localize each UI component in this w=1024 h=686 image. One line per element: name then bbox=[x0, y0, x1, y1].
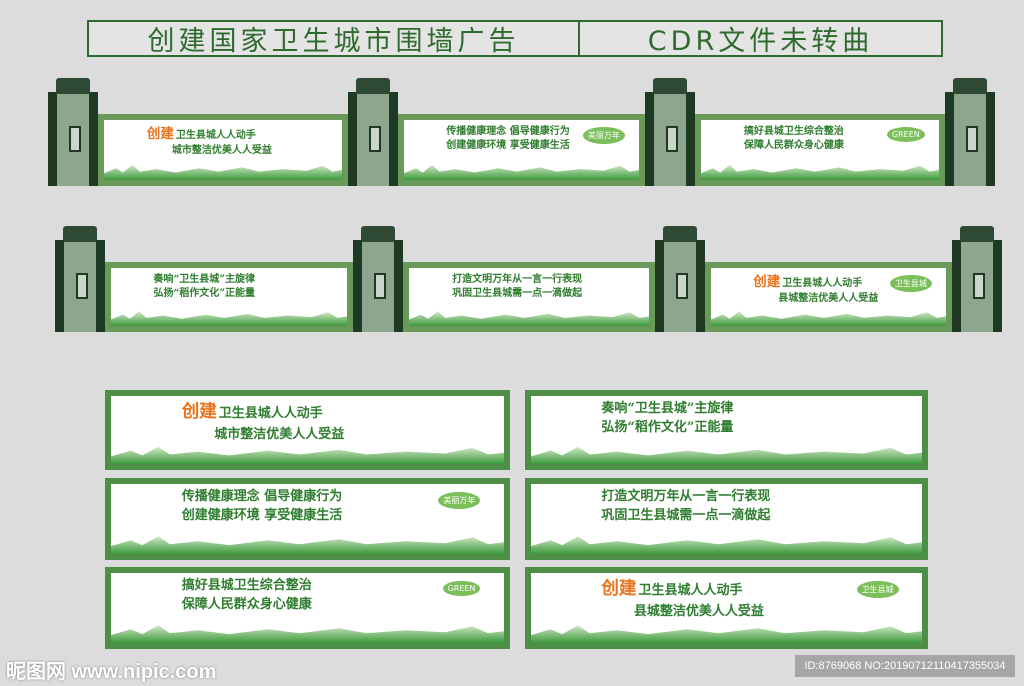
slogan-line2: 巩固卫生县城需一点一滴做起 bbox=[601, 508, 771, 524]
slogan-line1: 奏响“卫生县城”主旋律 bbox=[153, 273, 255, 285]
wall-banner: 打造文明万年从一言一行表现巩固卫生县城需一点一滴做起 bbox=[403, 262, 655, 332]
page-title: 创建国家卫生城市围墙广告 bbox=[89, 22, 580, 57]
slogan: 创建卫生县城人人动手县城整洁优美人人受益 bbox=[753, 273, 878, 307]
gate-pillar bbox=[353, 226, 403, 332]
badge: 卫生县城 bbox=[856, 581, 899, 599]
slogan-line1: 卫生县城人人动手 bbox=[638, 583, 743, 599]
wall-banner: 创建卫生县城人人动手县城整洁优美人人受益卫生县城 bbox=[705, 262, 952, 332]
badge: 卫生县城 bbox=[889, 274, 932, 292]
banner-panel: 传播健康理念 倡导健康行为创建健康环境 享受健康生活 美丽万年 bbox=[105, 478, 510, 560]
slogan-line2: 城市整洁优美人人受益 bbox=[171, 145, 272, 157]
banner-artwork: 奏响“卫生县城”主旋律弘扬“稻作文化”正能量 bbox=[111, 268, 347, 326]
slogan: 奏响“卫生县城”主旋律弘扬“稻作文化”正能量 bbox=[601, 400, 733, 438]
banner-artwork: 创建卫生县城人人动手城市整洁优美人人受益 bbox=[111, 396, 504, 464]
gate-pillar bbox=[348, 78, 398, 186]
slogan-line1: 搞好县城卫生综合整治 bbox=[743, 125, 844, 137]
slogan: 创建卫生县城人人动手城市整洁优美人人受益 bbox=[182, 400, 345, 444]
badge: 美丽万年 bbox=[582, 127, 625, 145]
slogan-line2: 保障人民群众身心健康 bbox=[181, 597, 312, 613]
banner-artwork: 搞好县城卫生综合整治保障人民群众身心健康 GREEN bbox=[701, 120, 939, 180]
slogan-line1: 卫生县城人人动手 bbox=[218, 406, 323, 422]
slogan-line1: 打造文明万年从一言一行表现 bbox=[452, 273, 583, 285]
slogan-highlight: 创建 bbox=[753, 273, 781, 290]
wall-banner: 创建卫生县城人人动手城市整洁优美人人受益 bbox=[98, 114, 348, 186]
slogan: 搞好县城卫生综合整治保障人民群众身心健康 bbox=[182, 577, 312, 615]
slogan-line1: 卫生县城人人动手 bbox=[782, 277, 863, 289]
badge: GREEN bbox=[442, 581, 481, 597]
banner-panel: 创建卫生县城人人动手城市整洁优美人人受益 bbox=[105, 390, 510, 470]
banner-panel: 创建卫生县城人人动手县城整洁优美人人受益 卫生县城 bbox=[525, 567, 928, 649]
slogan-line2: 县城整洁优美人人受益 bbox=[778, 293, 879, 305]
slogan: 传播健康理念 倡导健康行为创建健康环境 享受健康生活 bbox=[446, 125, 569, 154]
slogan-line1: 奏响“卫生县城”主旋律 bbox=[601, 401, 734, 417]
slogan-line2: 弘扬“稻作文化”正能量 bbox=[153, 288, 255, 300]
slogan-line1: 传播健康理念 倡导健康行为 bbox=[446, 125, 570, 137]
slogan-highlight: 创建 bbox=[601, 579, 637, 600]
slogan-line1: 传播健康理念 倡导健康行为 bbox=[181, 489, 343, 505]
slogan-line2: 弘扬“稻作文化”正能量 bbox=[601, 419, 734, 435]
slogan-line1: 卫生县城人人动手 bbox=[175, 129, 256, 141]
badge: 美丽万年 bbox=[438, 492, 481, 510]
banner-artwork: 奏响“卫生县城”主旋律弘扬“稻作文化”正能量 bbox=[531, 396, 922, 464]
badge: GREEN bbox=[886, 127, 925, 143]
gate-pillar bbox=[48, 78, 98, 186]
slogan-line2: 巩固卫生县城需一点一滴做起 bbox=[452, 288, 583, 300]
banner-artwork: 传播健康理念 倡导健康行为创建健康环境 享受健康生活美丽万年 bbox=[404, 120, 639, 180]
slogan: 创建卫生县城人人动手城市整洁优美人人受益 bbox=[147, 125, 272, 159]
banner-artwork: 传播健康理念 倡导健康行为创建健康环境 享受健康生活 美丽万年 bbox=[111, 484, 504, 554]
wall-banner: 传播健康理念 倡导健康行为创建健康环境 享受健康生活美丽万年 bbox=[398, 114, 645, 186]
slogan-line2: 县城整洁优美人人受益 bbox=[633, 603, 764, 619]
banner-artwork: 打造文明万年从一言一行表现巩固卫生县城需一点一滴做起 bbox=[409, 268, 649, 326]
gate-pillar bbox=[952, 226, 1002, 332]
gate-pillar bbox=[55, 226, 105, 332]
slogan-highlight: 创建 bbox=[181, 402, 217, 423]
slogan: 搞好县城卫生综合整治保障人民群众身心健康 bbox=[744, 125, 844, 154]
wall-banner: 奏响“卫生县城”主旋律弘扬“稻作文化”正能量 bbox=[105, 262, 353, 332]
image-id: ID:8769068 NO:20190712110417355034 bbox=[795, 655, 1015, 677]
wall-banner: 搞好县城卫生综合整治保障人民群众身心健康 GREEN bbox=[695, 114, 945, 186]
slogan: 创建卫生县城人人动手县城整洁优美人人受益 bbox=[601, 577, 764, 621]
banner-artwork: 创建卫生县城人人动手县城整洁优美人人受益 卫生县城 bbox=[531, 573, 922, 643]
slogan-line2: 创建健康环境 享受健康生活 bbox=[446, 140, 570, 152]
banner-panel: 奏响“卫生县城”主旋律弘扬“稻作文化”正能量 bbox=[525, 390, 928, 470]
banner-panel: 打造文明万年从一言一行表现巩固卫生县城需一点一滴做起 bbox=[525, 478, 928, 560]
gate-pillar bbox=[645, 78, 695, 186]
slogan-line2: 城市整洁优美人人受益 bbox=[214, 426, 345, 442]
banner-artwork: 创建卫生县城人人动手县城整洁优美人人受益卫生县城 bbox=[711, 268, 946, 326]
banner-artwork: 搞好县城卫生综合整治保障人民群众身心健康 GREEN bbox=[111, 573, 504, 643]
slogan-line1: 搞好县城卫生综合整治 bbox=[181, 578, 312, 594]
gate-pillar bbox=[655, 226, 705, 332]
file-note: CDR文件未转曲 bbox=[647, 26, 874, 57]
slogan: 打造文明万年从一言一行表现巩固卫生县城需一点一滴做起 bbox=[452, 273, 582, 302]
slogan: 打造文明万年从一言一行表现巩固卫生县城需一点一滴做起 bbox=[601, 488, 770, 526]
title-bar: 创建国家卫生城市围墙广告 CDR文件未转曲 bbox=[87, 20, 943, 57]
banner-artwork: 打造文明万年从一言一行表现巩固卫生县城需一点一滴做起 bbox=[531, 484, 922, 554]
slogan: 奏响“卫生县城”主旋律弘扬“稻作文化”正能量 bbox=[153, 273, 255, 302]
watermark: 昵图网 www.nipic.com bbox=[6, 661, 217, 683]
slogan-line2: 创建健康环境 享受健康生活 bbox=[181, 508, 343, 524]
banner-panel: 搞好县城卫生综合整治保障人民群众身心健康 GREEN bbox=[105, 567, 510, 649]
slogan-highlight: 创建 bbox=[146, 125, 174, 142]
gate-pillar bbox=[945, 78, 995, 186]
slogan-line1: 打造文明万年从一言一行表现 bbox=[601, 489, 771, 505]
slogan: 传播健康理念 倡导健康行为创建健康环境 享受健康生活 bbox=[182, 488, 343, 526]
banner-artwork: 创建卫生县城人人动手城市整洁优美人人受益 bbox=[104, 120, 342, 180]
slogan-line2: 保障人民群众身心健康 bbox=[743, 140, 844, 152]
